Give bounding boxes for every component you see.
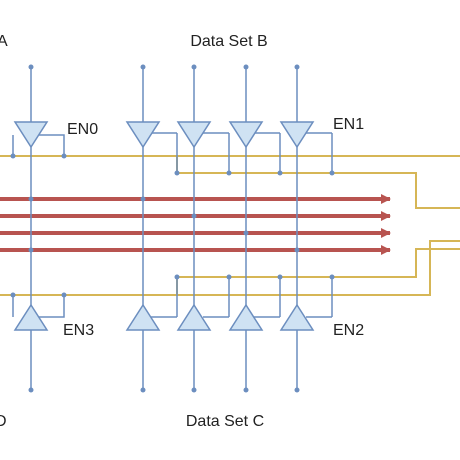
en1-label: EN1 — [333, 116, 364, 133]
data-input-dot-top-4 — [243, 64, 249, 70]
bus-junction-dot-3 — [243, 230, 249, 236]
buffer-en3 — [13, 303, 49, 331]
buffer-en2-4 — [279, 303, 315, 331]
buffer-en1-3 — [228, 121, 264, 149]
data-input-dot-bottom-2 — [140, 387, 146, 393]
data-set-d-label: D — [0, 413, 7, 430]
data-set-a-label: A — [0, 33, 8, 50]
enable-stub-en0 — [39, 134, 65, 156]
bus-junction-dot-1 — [140, 196, 146, 202]
data-input-dot-top-1 — [28, 64, 34, 70]
data-input-dot-top-2 — [140, 64, 146, 70]
buffer-en1-1 — [125, 121, 161, 149]
data-set-b-label: Data Set B — [190, 33, 267, 50]
enable-stub-en3 — [39, 295, 65, 318]
en3-label: EN3 — [63, 322, 94, 339]
data-input-dot-bottom-4 — [243, 387, 249, 393]
data-input-dot-top-3 — [191, 64, 197, 70]
buffer-en2-1 — [125, 303, 161, 331]
enable-line-bottom — [0, 240, 460, 296]
buffer-en0 — [13, 121, 49, 149]
buffer-en1-4 — [279, 121, 315, 149]
buffer-en2-3 — [228, 303, 264, 331]
enable-line-en2 — [176, 248, 460, 295]
data-input-dot-bottom-5 — [294, 387, 300, 393]
data-input-dot-bottom-1 — [28, 387, 34, 393]
bus-junction-dot-5 — [28, 196, 34, 202]
data-input-dot-bottom-3 — [191, 387, 197, 393]
bus-junction-dot-6 — [28, 247, 34, 253]
en0-label: EN0 — [67, 121, 98, 138]
en2-label: EN2 — [333, 322, 364, 339]
buffer-en2-2 — [176, 303, 212, 331]
data-input-dot-top-5 — [294, 64, 300, 70]
buffer-en1-2 — [176, 121, 212, 149]
data-set-c-label: Data Set C — [186, 413, 264, 430]
bus-junction-dot-2 — [191, 213, 197, 219]
bus-junction-dot-4 — [294, 247, 300, 253]
